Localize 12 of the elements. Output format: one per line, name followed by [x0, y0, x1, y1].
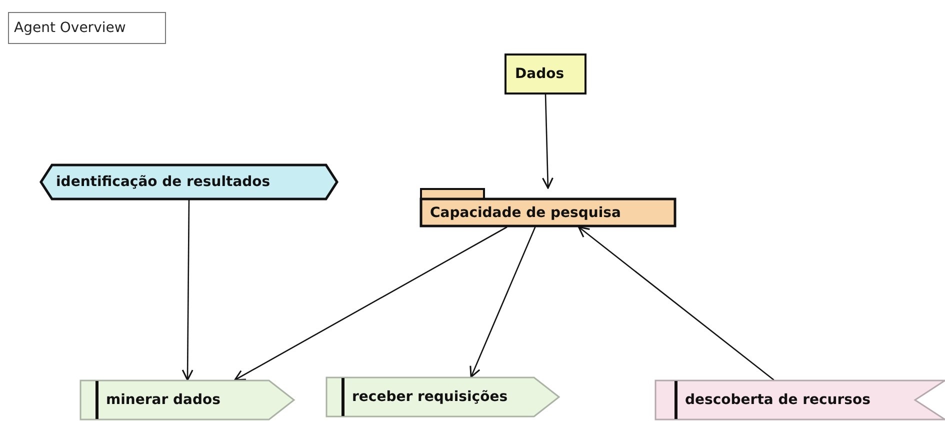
arrow: [234, 226, 508, 381]
node-label: descoberta de recursos: [685, 391, 870, 409]
arrow: [542, 94, 554, 189]
arrow: [578, 226, 774, 381]
arrow: [470, 226, 536, 378]
node-label: Capacidade de pesquisa: [430, 204, 621, 222]
node-label: identificação de resultados: [56, 173, 270, 191]
diagram-title: Agent Overview: [8, 12, 166, 44]
node-label: Dados: [515, 65, 564, 83]
node-label: minerar dados: [106, 391, 220, 409]
arrow: [182, 200, 194, 381]
node-label: receber requisições: [352, 388, 508, 406]
